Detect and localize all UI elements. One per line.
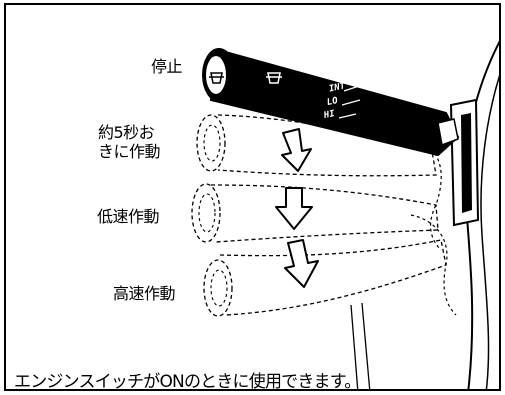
wiper-lever-illustration	[191, 40, 499, 389]
down-arrow-icon	[281, 128, 312, 172]
diagram-frame: OFF INT LO HI 停止 約5秒お きに作動 低速作動 高速作動 エンジ…	[4, 3, 501, 391]
label-high-speed: 高速作動	[113, 284, 176, 303]
label-intermittent: 約5秒お きに作動	[98, 123, 161, 161]
down-arrow-icon	[284, 239, 319, 288]
label-intermittent-line1: 約5秒お	[98, 123, 155, 142]
label-intermittent-line2: きに作動	[98, 142, 161, 161]
down-arrow-icon	[275, 187, 313, 230]
usage-note: エンジンスイッチがONのときに使用できます。	[14, 372, 361, 391]
label-low-speed: 低速作動	[97, 207, 160, 226]
label-stop: 停止	[151, 57, 183, 76]
